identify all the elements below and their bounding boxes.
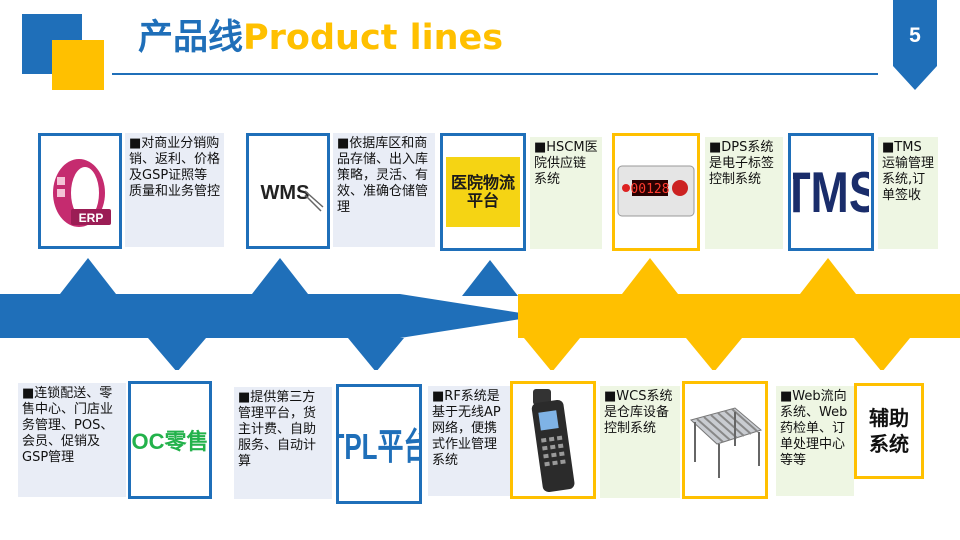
pointer-down-rf: [524, 338, 580, 370]
desc-oc: ■连锁配送、零售中心、门店业务管理、POS、会员、促销及GSP管理: [18, 383, 126, 497]
pointer-up-dps: [622, 258, 678, 294]
timeline-blue-arrow: [0, 294, 540, 338]
page-badge: [893, 0, 937, 90]
desc-hscm: ■HSCM医院供应链系统: [530, 137, 602, 249]
assist-logo-text: 辅助系统: [869, 406, 909, 456]
product-card-erp[interactable]: ERP: [38, 133, 122, 249]
product-card-rf[interactable]: [510, 381, 596, 499]
erp-logo-text: ERP: [79, 211, 104, 225]
product-card-wms[interactable]: WMS: [246, 133, 330, 249]
hospital-logo-text: 医院物流平台: [446, 157, 520, 227]
pointer-up-tms: [800, 258, 856, 294]
page-title: 产品线Product lines: [138, 14, 503, 62]
product-card-tms[interactable]: TMS: [788, 133, 874, 251]
timeline-band: [0, 258, 960, 370]
dps-device-icon: 00128: [617, 165, 695, 217]
wms-logo-icon: WMS: [261, 182, 324, 212]
pointer-up-wms: [252, 258, 308, 294]
pointer-down-tpl: [348, 338, 404, 370]
dps-display-text: 00128: [630, 182, 669, 197]
desc-assist: ■Web流向系统、Web药检单、订单处理中心等等: [776, 386, 854, 496]
pointer-down-assist: [854, 338, 910, 370]
pointer-up-erp: [60, 258, 116, 294]
desc-rf: ■RF系统是基于无线AP网络，便携式作业管理系统: [428, 386, 510, 496]
tms-logo-text: TMS: [793, 161, 869, 225]
product-card-assist[interactable]: 辅助系统: [854, 383, 924, 479]
handheld-scanner-icon: [531, 389, 575, 493]
desc-wms: ■依据库区和商品存储、出入库策略，灵活、有效、准确仓储管理: [333, 133, 435, 247]
tms-logo-icon: TMS: [793, 161, 869, 225]
desc-tpl: ■提供第三方管理平台，货主计费、自助服务、自动计算: [234, 387, 332, 499]
product-card-wcs[interactable]: [682, 381, 768, 499]
timeline-yellow-band: [518, 294, 960, 338]
product-card-oc[interactable]: OC零售: [128, 381, 212, 499]
desc-dps: ■DPS系统是电子标签控制系统: [705, 137, 783, 249]
product-card-hospital[interactable]: 医院物流平台: [440, 133, 526, 251]
desc-wcs: ■WCS系统是仓库设备控制系统: [600, 386, 680, 498]
roller-conveyor-icon: [689, 407, 763, 478]
decor-square-yellow: [52, 40, 104, 90]
title-english: Product lines: [243, 18, 504, 58]
title-underline: [112, 73, 878, 75]
erp-logo-icon: ERP: [53, 159, 111, 227]
oc-logo-text: OC零售: [131, 429, 209, 454]
desc-tms: ■TMS运输管理系统,订单签收: [878, 137, 938, 249]
product-card-dps[interactable]: 00128: [612, 133, 700, 251]
wms-logo-text: WMS: [261, 182, 310, 204]
pointer-down-oc: [148, 338, 206, 370]
page-number: 5: [909, 24, 921, 47]
title-chinese: 产品线: [138, 18, 244, 58]
desc-erp: ■对商业分销购销、返利、价格及GSP证照等质量和业务管控: [125, 133, 224, 247]
pointer-up-hospital: [462, 260, 518, 296]
tpl-logo-text: TPL平台: [339, 425, 419, 468]
product-card-tpl[interactable]: TPL平台: [336, 384, 422, 504]
pointer-down-wcs: [686, 338, 742, 370]
